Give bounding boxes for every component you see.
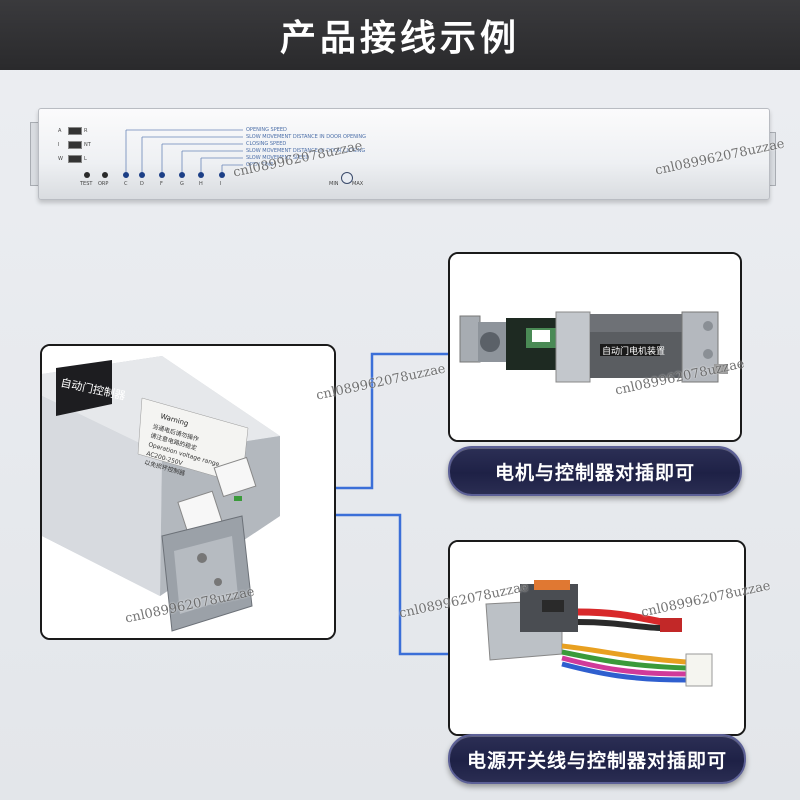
motor-photo: 自动门电机装置: [450, 254, 740, 440]
orp-label: ORP: [98, 181, 109, 187]
indicator-led: [159, 172, 165, 178]
header-bar: 产品接线示例: [0, 0, 800, 70]
motor-caption-text: 电机与控制器对插即可: [494, 461, 695, 484]
indicator-label: CLOSING SPEED: [246, 141, 287, 147]
indicator-label: SLOW MOVEMENT SPEED: [246, 155, 310, 161]
switch-label-right: L: [84, 156, 87, 162]
controller-panel-image: A R I NT W L TEST ORP OPENING SPEED SLOW…: [30, 108, 776, 206]
test-button: [84, 172, 90, 178]
led-letter: F: [160, 181, 163, 187]
controller-photo-card: 自动门控制器 Warning 当通电后请勿操作 请注意电路的稳定 Operati…: [40, 344, 336, 640]
panel-leader-lines: [125, 129, 243, 174]
led-letter: D: [140, 181, 144, 187]
power-caption: 电源开关线与控制器对插即可: [448, 734, 746, 784]
test-label: TEST: [80, 181, 93, 187]
indicator-label: OPENING SPEED: [246, 127, 287, 133]
controller-photo: 自动门控制器 Warning 当通电后请勿操作 请注意电路的稳定 Operati…: [42, 346, 334, 638]
switch-label-left: A: [58, 128, 62, 134]
indicator-led: [123, 172, 129, 178]
power-wire-photo: [450, 542, 744, 734]
switch-label-left: W: [58, 156, 63, 162]
indicator-label: SLOW MOVEMENT DISTANCE IN DOOR OPENING: [246, 134, 366, 140]
motor-caption: 电机与控制器对插即可: [448, 446, 742, 496]
led-letter: C: [124, 181, 128, 187]
panel-body: [38, 108, 770, 200]
indicator-led: [179, 172, 185, 178]
adjust-knob: [341, 172, 353, 184]
orp-button: [102, 172, 108, 178]
indicator-led: [219, 172, 225, 178]
page-title: 产品接线示例: [279, 18, 520, 59]
switch-label-right: NT: [84, 142, 91, 148]
led-letter: H: [199, 181, 203, 187]
dip-switch: [68, 141, 82, 149]
motor-label: 自动门电机装置: [602, 345, 665, 357]
power-caption-text: 电源开关线与控制器对插即可: [466, 749, 727, 772]
switch-label-left: I: [58, 142, 60, 148]
led-letter: I: [220, 181, 222, 187]
led-letter: G: [180, 181, 184, 187]
switch-label-right: R: [84, 128, 88, 134]
indicator-led: [139, 172, 145, 178]
indicator-led: [198, 172, 204, 178]
indicator-label: OPEN TIME: [246, 162, 274, 168]
knob-min-label: MIN: [329, 181, 339, 187]
motor-photo-card: 自动门电机装置: [448, 252, 742, 442]
knob-max-label: MAX: [352, 181, 364, 187]
dip-switch: [68, 155, 82, 163]
power-wire-photo-card: [448, 540, 746, 736]
indicator-label: SLOW MOVEMENT DISTANCE IN DOOR CLOSING: [246, 148, 366, 154]
dip-switch: [68, 127, 82, 135]
